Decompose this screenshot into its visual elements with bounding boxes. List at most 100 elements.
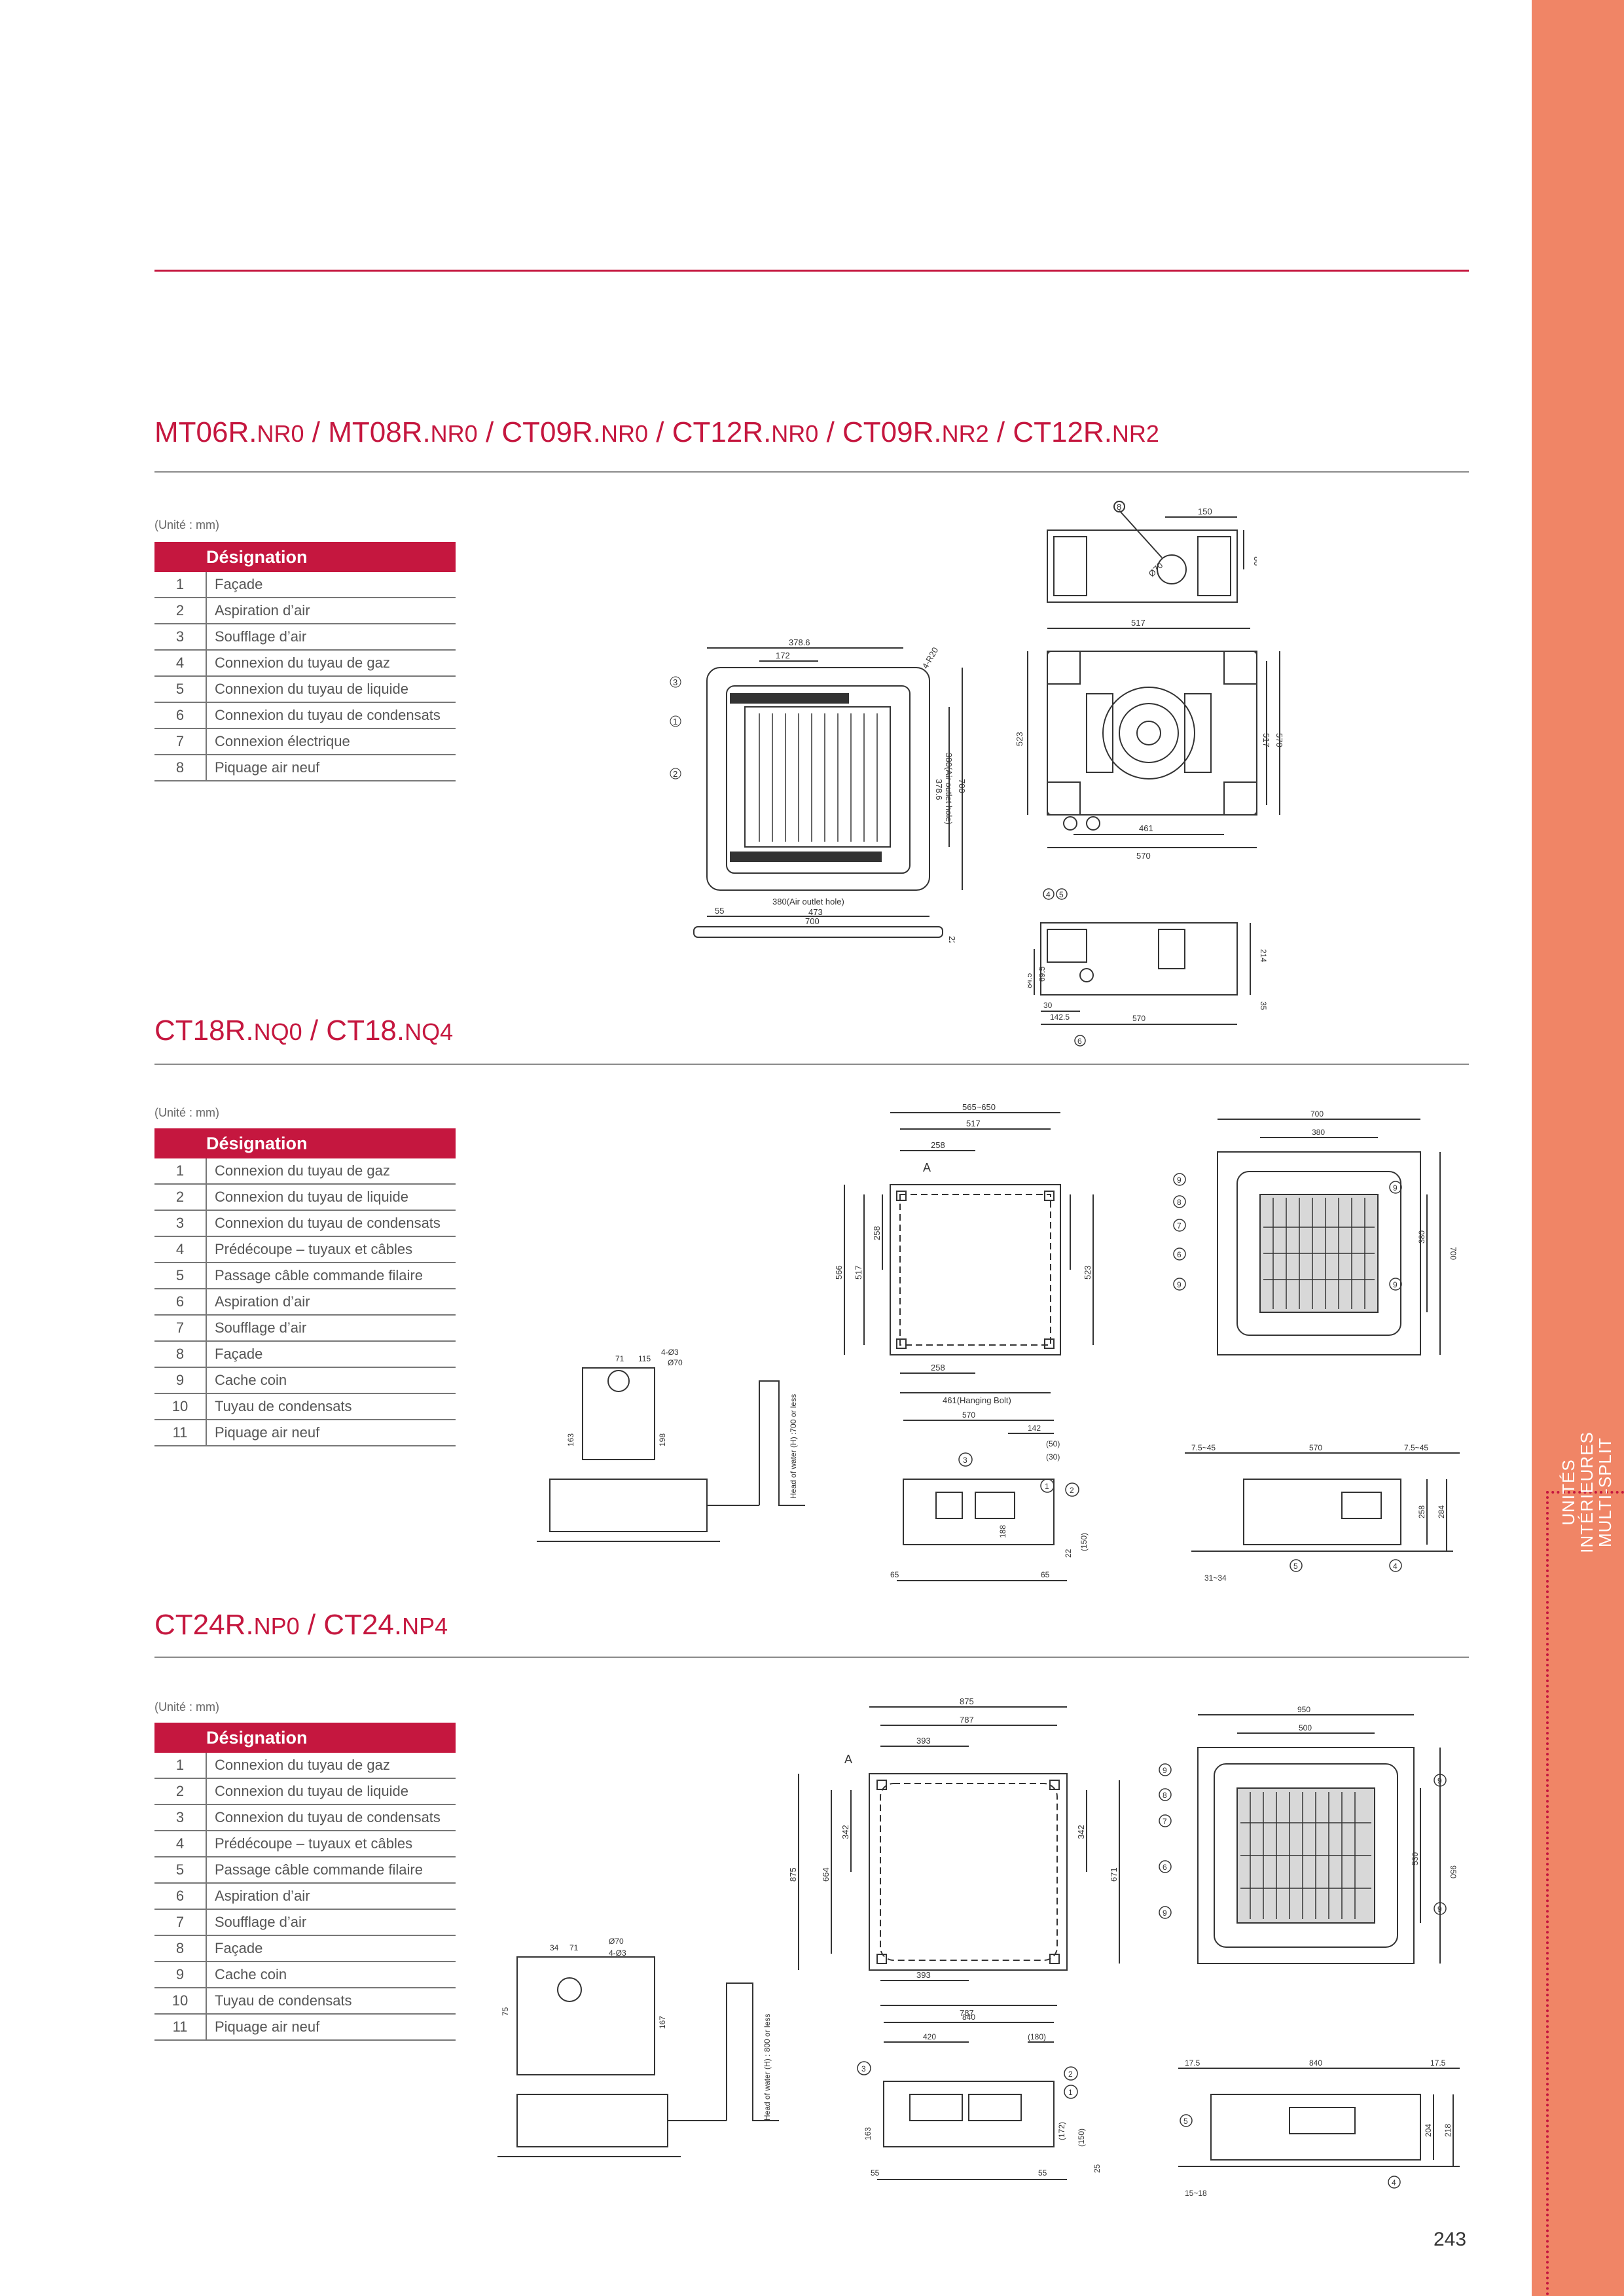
piping-detail-drawing-3: 34 71 Ø70 4-Ø3 75 167 Head of water (H) … — [497, 1937, 779, 2157]
svg-text:4: 4 — [1046, 890, 1051, 899]
front-view-drawing-1: 378.6 172 4-R20 378.6 380(Air outlet hol… — [670, 637, 967, 942]
section-rule-1 — [154, 471, 1469, 473]
svg-text:570: 570 — [1274, 733, 1284, 747]
svg-text:2: 2 — [673, 769, 677, 779]
svg-text:9: 9 — [1393, 1183, 1398, 1193]
svg-text:9: 9 — [1177, 1175, 1182, 1185]
svg-text:1: 1 — [673, 717, 677, 726]
table-header: Désignation — [206, 1128, 456, 1158]
section-title-3: CT24R.NP0 / CT24.NP4 — [154, 1609, 448, 1641]
svg-text:1: 1 — [1045, 1482, 1049, 1491]
svg-text:378.6: 378.6 — [789, 637, 810, 647]
svg-text:570: 570 — [1132, 1014, 1146, 1023]
svg-text:(150): (150) — [1077, 2128, 1086, 2147]
unit-note-2: (Unité : mm) — [154, 1106, 219, 1119]
svg-text:500: 500 — [1299, 1723, 1312, 1732]
svg-text:671: 671 — [1109, 1867, 1119, 1882]
svg-text:420: 420 — [923, 2032, 936, 2041]
svg-text:523: 523 — [1083, 1265, 1092, 1280]
svg-text:69.5: 69.5 — [1038, 966, 1047, 982]
svg-text:Ø70: Ø70 — [609, 1937, 624, 1946]
svg-text:517: 517 — [854, 1265, 863, 1280]
svg-text:34: 34 — [550, 1943, 559, 1952]
svg-text:150: 150 — [1198, 507, 1212, 516]
svg-text:284: 284 — [1437, 1505, 1446, 1518]
svg-text:5: 5 — [1183, 2117, 1188, 2126]
plan-view-drawing-3: 875 787 393 A 875 664 342 342 671 393 78… — [788, 1696, 1120, 2018]
svg-text:461(Hanging Bolt): 461(Hanging Bolt) — [943, 1395, 1011, 1405]
svg-text:7: 7 — [1177, 1221, 1182, 1230]
svg-text:Ø70: Ø70 — [1147, 560, 1165, 579]
svg-text:2: 2 — [1068, 2070, 1073, 2079]
svg-text:9: 9 — [1163, 1766, 1167, 1775]
svg-text:163: 163 — [863, 2127, 873, 2140]
svg-text:2: 2 — [1070, 1486, 1074, 1495]
svg-text:8: 8 — [1117, 502, 1121, 512]
svg-text:700: 700 — [1310, 1109, 1324, 1119]
svg-text:258: 258 — [1417, 1505, 1426, 1518]
face-view-drawing-3: 987 69 99 950 500 530 950 — [1159, 1705, 1458, 1964]
svg-text:9: 9 — [1393, 1280, 1398, 1289]
svg-text:7.5~45: 7.5~45 — [1404, 1443, 1428, 1452]
svg-text:30: 30 — [1043, 1001, 1053, 1010]
sidebar-dotted-border — [1546, 1491, 1624, 2296]
svg-text:188: 188 — [998, 1525, 1007, 1538]
svg-text:6: 6 — [1077, 1037, 1082, 1046]
svg-text:86: 86 — [1252, 556, 1257, 565]
svg-text:71: 71 — [615, 1354, 624, 1363]
svg-text:473: 473 — [808, 907, 823, 917]
svg-text:A: A — [844, 1753, 852, 1766]
svg-text:9: 9 — [1437, 1905, 1442, 1914]
svg-text:4-R20: 4-R20 — [920, 645, 941, 670]
svg-text:8: 8 — [1163, 1791, 1167, 1800]
svg-text:22: 22 — [1064, 1549, 1073, 1558]
svg-text:380: 380 — [1312, 1128, 1325, 1137]
svg-text:71: 71 — [569, 1943, 579, 1952]
svg-text:9: 9 — [1163, 1909, 1167, 1918]
svg-text:84.5: 84.5 — [1028, 973, 1034, 988]
svg-text:565~650: 565~650 — [962, 1102, 996, 1112]
svg-text:342: 342 — [840, 1825, 850, 1839]
svg-text:6: 6 — [1163, 1863, 1167, 1872]
svg-text:9: 9 — [1177, 1280, 1182, 1289]
svg-text:461: 461 — [1139, 823, 1153, 833]
svg-text:115: 115 — [638, 1354, 651, 1363]
svg-text:700: 700 — [1449, 1247, 1458, 1260]
svg-text:570: 570 — [962, 1410, 975, 1420]
svg-text:787: 787 — [960, 2008, 974, 2018]
svg-text:65: 65 — [890, 1570, 899, 1579]
svg-text:393: 393 — [916, 1970, 931, 1980]
svg-text:Head of water (H) :700 or less: Head of water (H) :700 or less — [789, 1394, 798, 1499]
svg-text:700: 700 — [805, 916, 820, 926]
svg-text:163: 163 — [566, 1433, 575, 1446]
svg-text:(180): (180) — [1028, 2032, 1046, 2041]
svg-text:A: A — [923, 1161, 931, 1174]
svg-text:664: 664 — [821, 1867, 831, 1882]
section-title-1: MT06R.NR0 / MT08R.NR0 / CT09R.NR0 / CT12… — [154, 416, 1159, 448]
svg-text:840: 840 — [1309, 2058, 1322, 2068]
svg-text:Ø70: Ø70 — [668, 1358, 683, 1367]
